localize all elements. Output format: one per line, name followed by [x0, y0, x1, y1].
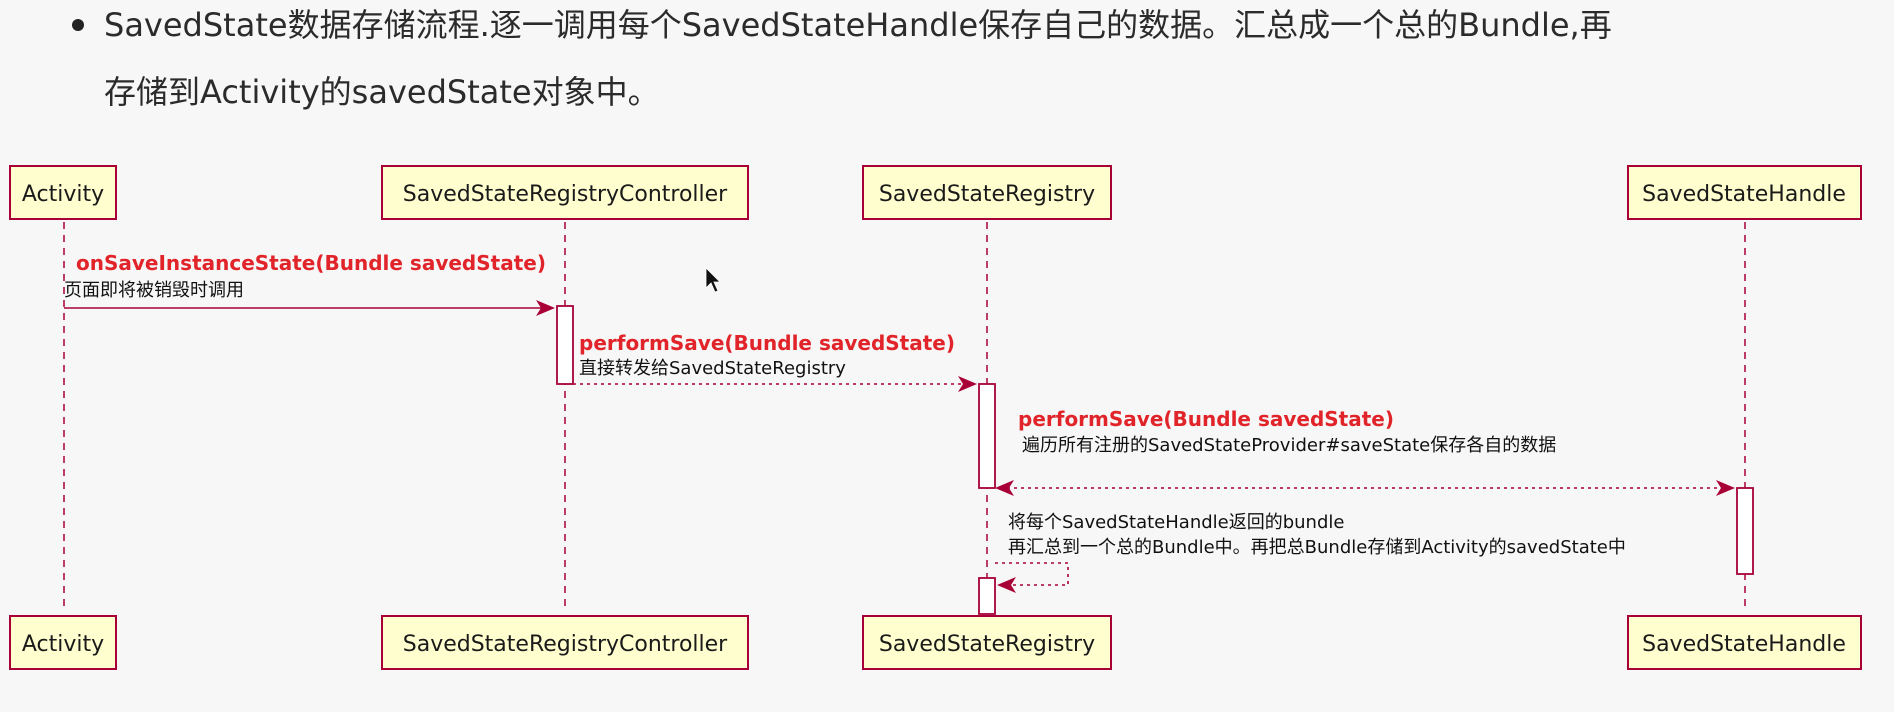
arrowhead-icon [536, 300, 555, 316]
participant-label: SavedStateHandle [1642, 632, 1846, 657]
message-performsave-registry: performSave(Bundle savedState) 遍历所有注册的Sa… [995, 407, 1735, 496]
arrowhead-icon [997, 577, 1016, 593]
participant-label: SavedStateRegistryController [403, 182, 728, 207]
message-aggregate-bundle: 将每个SavedStateHandle返回的bundle 再汇总到一个总的Bun… [995, 512, 1626, 593]
participant-label: Activity [22, 182, 104, 207]
participant-controller-bottom: SavedStateRegistryController [381, 615, 749, 670]
activation-handle [1736, 487, 1754, 575]
activation-registry-self [978, 577, 996, 615]
message-performsave-controller: performSave(Bundle savedState) 直接转发给Save… [573, 331, 977, 392]
participant-label: Activity [22, 632, 104, 657]
participant-controller-top: SavedStateRegistryController [381, 165, 749, 220]
participant-label: SavedStateRegistry [879, 632, 1095, 657]
message-title: performSave(Bundle savedState) [579, 331, 955, 355]
activation-controller [556, 305, 574, 385]
message-description-2: 再汇总到一个总的Bundle中。再把总Bundle存储到Activity的sav… [1008, 537, 1626, 558]
participant-registry-top: SavedStateRegistry [862, 165, 1112, 220]
header-line-2: 存储到Activity的savedState对象中。 [104, 73, 660, 111]
participant-handle-bottom: SavedStateHandle [1627, 615, 1862, 670]
message-onsaveinstancestate: onSaveInstanceState(Bundle savedState) 页… [64, 251, 555, 316]
message-title: onSaveInstanceState(Bundle savedState) [76, 251, 546, 275]
participant-label: SavedStateRegistry [879, 182, 1095, 207]
message-description: 遍历所有注册的SavedStateProvider#saveState保存各自的… [1022, 435, 1556, 456]
activation-registry [978, 383, 996, 489]
participant-label: SavedStateRegistryController [403, 632, 728, 657]
participant-activity-bottom: Activity [9, 615, 117, 670]
header-line-1: SavedState数据存储流程.逐一调用每个SavedStateHandle保… [104, 6, 1612, 44]
arrowhead-right-icon [1716, 480, 1735, 496]
mouse-cursor-icon [705, 267, 721, 293]
arrowhead-left-icon [995, 480, 1014, 496]
message-description: 直接转发给SavedStateRegistry [579, 358, 846, 379]
message-description: 页面即将被销毁时调用 [64, 280, 244, 301]
arrowhead-icon [958, 376, 977, 392]
self-call-line [995, 562, 1069, 586]
participant-label: SavedStateHandle [1642, 182, 1846, 207]
participant-activity-top: Activity [9, 165, 117, 220]
message-title: performSave(Bundle savedState) [1018, 407, 1394, 431]
message-description: 将每个SavedStateHandle返回的bundle [1008, 512, 1344, 533]
participant-registry-bottom: SavedStateRegistry [862, 615, 1112, 670]
participant-handle-top: SavedStateHandle [1627, 165, 1862, 220]
bullet-icon [72, 19, 84, 31]
